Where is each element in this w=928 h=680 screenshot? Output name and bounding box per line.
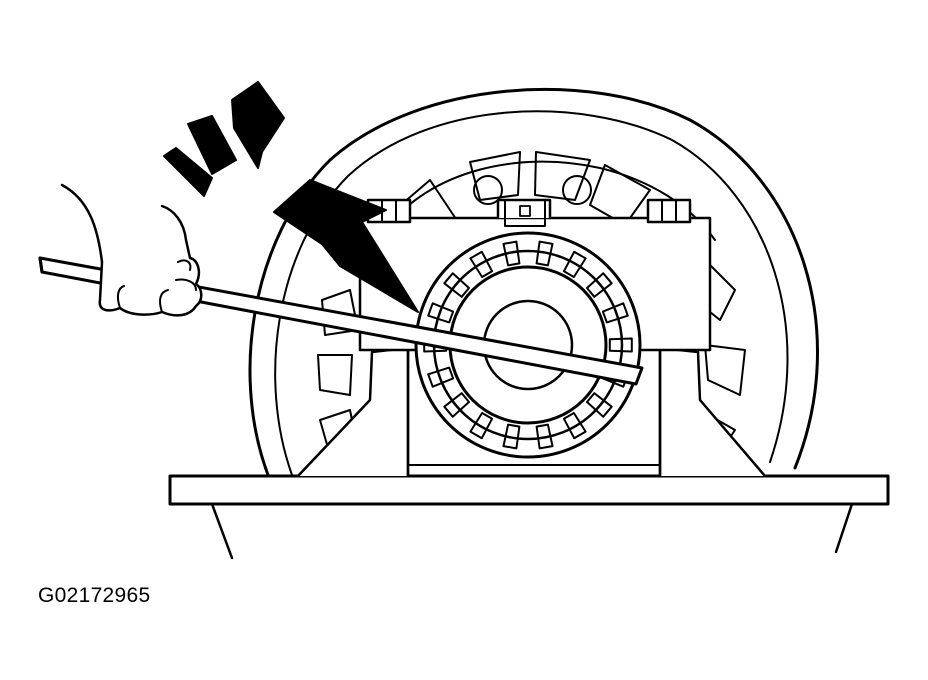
rotor-slot [469, 412, 494, 440]
rotor-slot [601, 302, 629, 324]
rotor-slot [427, 302, 455, 324]
rotor-slot [427, 366, 455, 388]
figure-caption: G02172965 [38, 584, 151, 607]
rotor-slot [608, 337, 633, 353]
rotor-slot [562, 250, 587, 278]
impact-marks [163, 81, 285, 197]
rotor-slot [535, 240, 554, 267]
rotor-slot [502, 240, 521, 267]
rotor-slot [443, 392, 470, 418]
rotor-slot [443, 272, 470, 298]
rotor-slot [562, 412, 587, 440]
rotor-slot [502, 423, 521, 450]
rotor-slot [586, 272, 613, 298]
rotor-slot [469, 250, 494, 278]
arrow-indicator [273, 179, 419, 313]
hand [60, 183, 203, 317]
base-plate [168, 474, 890, 560]
bearing-cap-bolts [366, 198, 692, 224]
rotor-slot [586, 392, 613, 418]
rotor-slot [535, 423, 554, 450]
